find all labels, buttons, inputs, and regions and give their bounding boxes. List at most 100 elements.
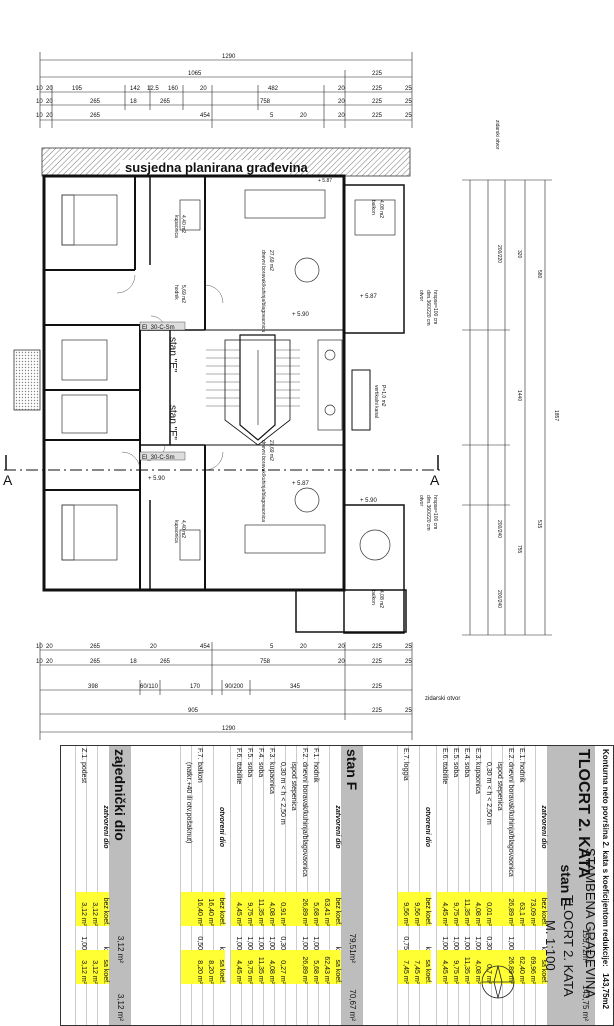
section-header: zatvoreni dio (334, 805, 341, 849)
room-label: 4,40 m2 (180, 520, 186, 538)
dim-text: 454 (200, 644, 211, 650)
room-label: dnevni boravak/kuhinja/blagovaonica (260, 250, 266, 332)
table-cell: ispod stepenica (496, 762, 503, 811)
table-cell: 0,91 m² (275, 892, 286, 926)
light-shaft (13, 349, 41, 411)
furniture (61, 189, 396, 561)
room-label: dim.360/220 cm (425, 290, 431, 326)
room-label: otvor (418, 495, 424, 506)
table-cell: soba (257, 762, 264, 778)
table-cell: 8,20 m² (192, 950, 203, 984)
room-label: P=1,0 m2 (380, 385, 386, 407)
table-cell: F.3. (268, 748, 275, 760)
top-dimension-lines (39, 52, 413, 128)
col-header: sa koef. (420, 950, 431, 984)
dim-text: 345 (290, 684, 301, 690)
table-cell: 1,00 (80, 936, 87, 950)
table-row: (natkr.+40 ili otv.pošaknut) (180, 746, 192, 1025)
dim-text: 225 (372, 86, 383, 92)
level-mark: + 5.90 (148, 476, 166, 482)
table-note-value: 143,75m2 (601, 973, 610, 1010)
dim-text: 25 (405, 644, 412, 650)
col-header: bez koef. (330, 892, 341, 926)
table-cell: E.7. (402, 748, 409, 761)
stair-label-e: stan "E" (167, 337, 178, 373)
col-header: bez koef. (214, 892, 225, 926)
table-cell: 1,00 (301, 936, 308, 950)
dim-text: 265 (90, 659, 101, 665)
corridor-tag-bg (139, 451, 186, 461)
dim-text: 10 (36, 86, 43, 92)
dim-text: 20 (46, 644, 53, 650)
area-table: Konturna neto površina 2. kata s koefici… (60, 745, 614, 1026)
table-cell: 26,89 m² (297, 892, 308, 926)
dim-text: 320 (516, 250, 522, 259)
table-cell (286, 950, 297, 984)
area-table-rotated: Konturna neto površina 2. kata s koefici… (60, 745, 614, 1026)
table-note: Konturna neto površina 2. kata s koefici… (601, 749, 610, 967)
dim-text: 18 (130, 99, 137, 105)
room-label: otvor (418, 290, 424, 301)
table-cell: 1,00 (474, 936, 481, 950)
dim-text: 225 (372, 684, 383, 690)
stair-treads (206, 349, 300, 407)
level-mark: + 5.87 (360, 294, 378, 300)
table-cell: E.1. (518, 748, 525, 761)
zajednicki-bez: 3,12 m² (116, 935, 125, 963)
col-header: k (102, 946, 109, 951)
stan-f-total-sa: 70,67 m² (348, 989, 357, 1021)
table-cell: 26,89 m² (297, 950, 308, 984)
table-cell: 4,08 m² (264, 892, 275, 926)
dim-1290-top: 1290 (222, 54, 236, 60)
table-cell: 0,01 m² (481, 892, 492, 926)
cell: 3,12 m² (87, 892, 98, 926)
table-cell: Z.1. (80, 748, 87, 761)
dim-text: 200/220 (496, 245, 502, 263)
right-dimension-lines (462, 179, 552, 636)
table-cell: 5,68 m² (308, 950, 319, 984)
stan-f-name: stan F (344, 749, 360, 791)
vertical-shaft (351, 369, 371, 431)
zajednicki-header: zajednički dio 3,12 m² 3,12 m² (109, 746, 131, 1025)
cell: 3,12 m² (87, 950, 98, 984)
dim-text: 905 (188, 708, 199, 714)
table-cell (481, 746, 492, 762)
stan-e-zatvoreni-totals: 73,09 m² 69,96 m² (524, 746, 536, 1025)
table-cell: 11,35 m² (459, 892, 470, 926)
table-cell: 0,30 m < h < 2,50 m (279, 762, 286, 825)
table-cell: 1,00 (246, 936, 253, 950)
dim-text: 10 (36, 644, 43, 650)
cell: 69,96 m² (525, 950, 536, 984)
table-cell (492, 746, 503, 762)
dim-text: 5 (270, 113, 274, 119)
table-cell: 1,00 (463, 936, 470, 950)
table-cell: 0,50 (196, 936, 203, 950)
table-cell: E.5. (452, 748, 459, 761)
table-cell: loggia (402, 762, 409, 781)
table-cell: dnevni boravak/kuhinja/blagovaonica (507, 762, 514, 877)
table-cell: 5,68 m² (308, 892, 319, 926)
table-cell: 11,35 m² (459, 950, 470, 984)
table-row: ispod stepenica (285, 746, 297, 1025)
dim-text: 20 (46, 113, 53, 119)
table-cell: (natkr.+40 ili otv.pošaknut) (185, 762, 192, 844)
table-cell: 9,75 m² (448, 950, 459, 984)
room-label: dim.360/220 cm (425, 495, 431, 531)
section-header: otvoreni dio (424, 806, 431, 848)
dim-text: 20 (338, 99, 345, 105)
table-cell: 0,75 (402, 936, 409, 950)
dim-text: 25 (405, 86, 412, 92)
room-label: 4,08 m2 (378, 200, 384, 218)
dim-text: 20 (338, 644, 345, 650)
dim-text: 25 (405, 113, 412, 119)
table-cell: E.2. (507, 748, 514, 761)
dim-text: 10 (36, 659, 43, 665)
